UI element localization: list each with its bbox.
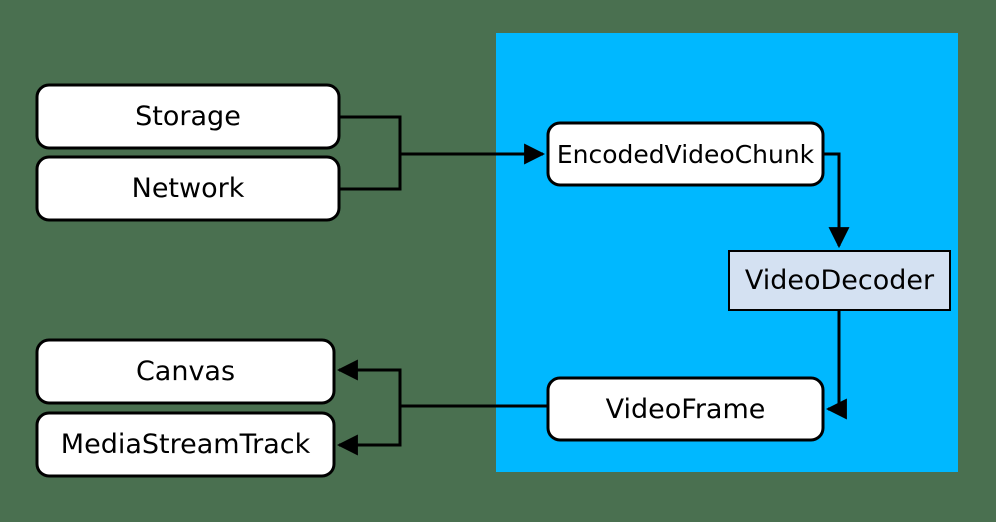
node-network[interactable] [35, 155, 341, 222]
edges-layer [336, 115, 850, 456]
edge-frame-to-mediastreamtrack [336, 406, 402, 456]
edge-storage-to-chunk [339, 115, 546, 165]
node-media-stream-track[interactable] [35, 411, 336, 478]
edge-frame-to-canvas [336, 359, 548, 408]
node-video-frame[interactable] [546, 376, 825, 442]
edge-chunk-to-decoder [823, 152, 850, 249]
nodes-layer [35, 83, 951, 478]
node-canvas[interactable] [35, 338, 336, 405]
node-encoded-video-chunk[interactable] [546, 121, 825, 187]
edge-decoder-to-frame [825, 310, 847, 420]
node-storage[interactable] [35, 83, 341, 150]
edge-network-to-chunk [339, 154, 402, 191]
node-video-decoder[interactable] [728, 250, 951, 311]
